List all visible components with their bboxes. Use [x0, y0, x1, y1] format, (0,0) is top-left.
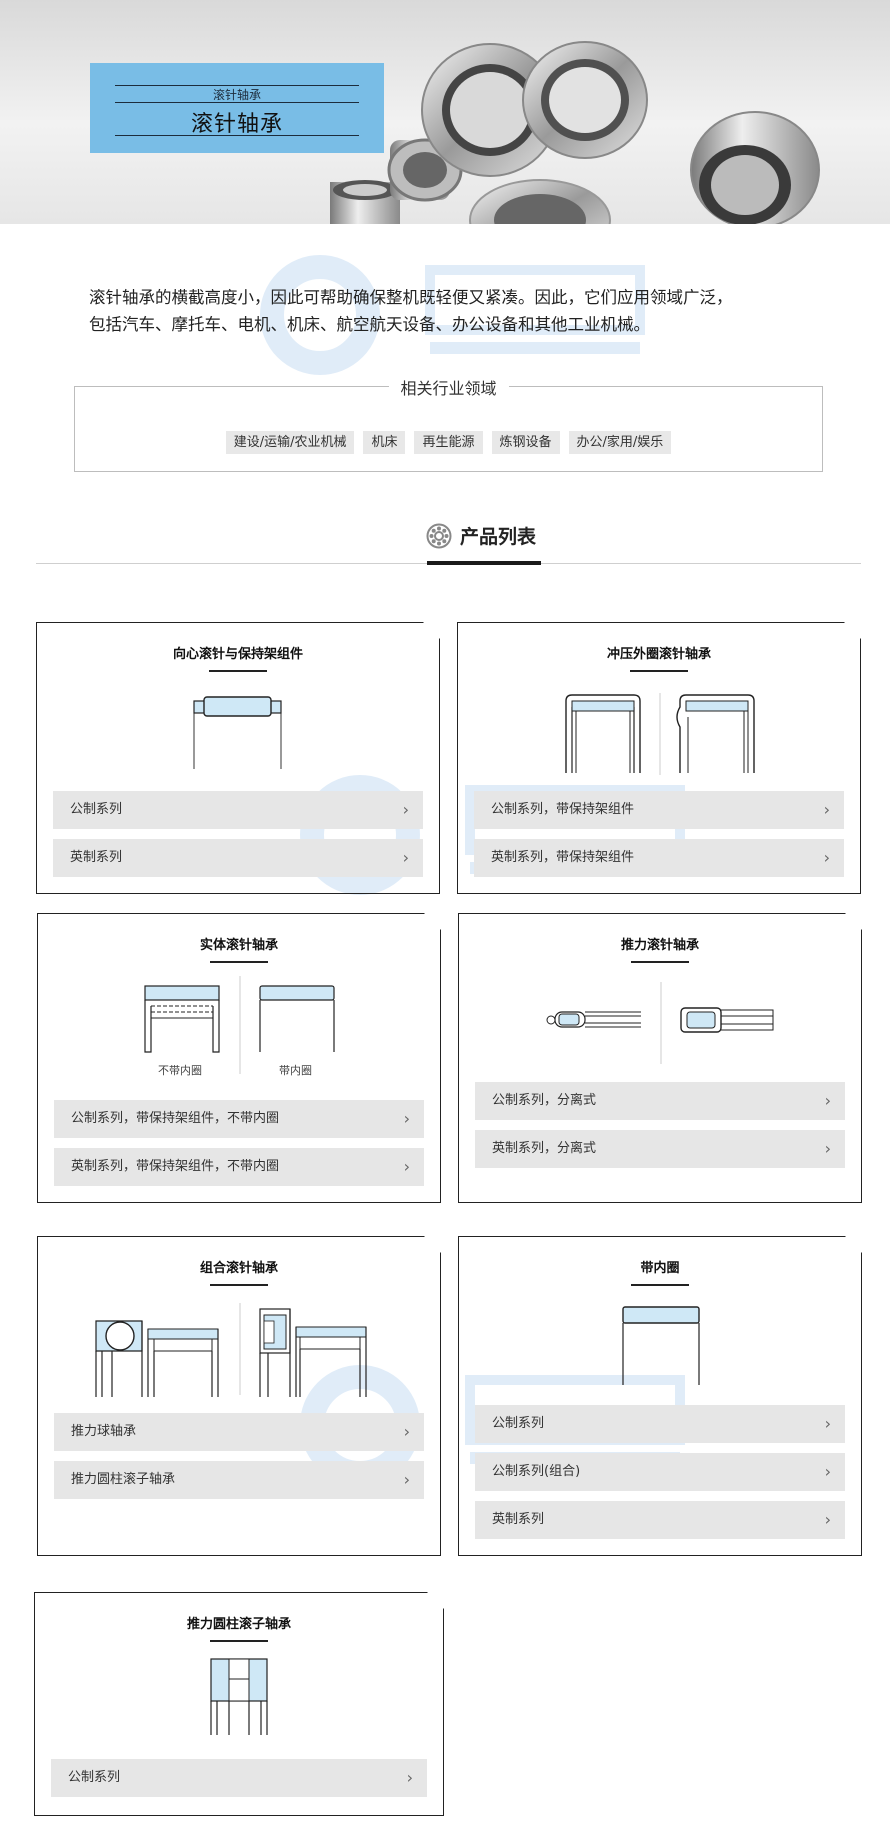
card-inner-ring: 带内圈 公制系列 › 公制系列(组合) › 英制系列 ›	[458, 1235, 863, 1556]
industry-tag[interactable]: 炼钢设备	[491, 431, 560, 454]
industry-tags: 建设/运输/农业机械 机床 再生能源 炼钢设备 办公/家用/娱乐	[75, 431, 822, 454]
hero-banner: 滚针轴承 滚针轴承	[0, 0, 890, 224]
series-row[interactable]: 英制系列 ›	[53, 839, 423, 877]
chevron-right-icon: ›	[824, 1414, 831, 1433]
series-row[interactable]: 英制系列，带保持架组件，不带内圈 ›	[54, 1148, 424, 1186]
card-title: 冲压外圈滚针轴承	[606, 647, 711, 662]
card-rule	[210, 961, 268, 963]
banner-title-box: 滚针轴承 滚针轴承	[90, 63, 384, 153]
card-radial-needle-cage: 向心滚针与保持架组件 公制系列 › 英制系列 ›	[36, 621, 441, 894]
card-title: 推力圆柱滚子轴承	[186, 1617, 291, 1632]
series-row[interactable]: 推力球轴承 ›	[54, 1413, 424, 1451]
bearing-icon	[426, 523, 452, 548]
intro-line: 包括汽车、摩托车、电机、机床、航空航天设备、办公设备和其他工业机械。	[89, 315, 650, 334]
product-list-label: 产品列表	[460, 526, 537, 548]
chevron-right-icon: ›	[823, 800, 830, 819]
series-label: 推力球轴承	[71, 1424, 137, 1439]
intro-text: 滚针轴承的横截高度小，因此可帮助确保整机既轻便又紧凑。因此，它们应用领域广泛， …	[89, 284, 809, 338]
chevron-right-icon: ›	[824, 1462, 831, 1481]
series-label: 公制系列，带保持架组件	[491, 802, 635, 817]
product-list-title: 产品列表	[426, 522, 536, 549]
series-row[interactable]: 公制系列 ›	[475, 1405, 845, 1443]
card-rule	[210, 1640, 268, 1642]
card-title: 实体滚针轴承	[199, 938, 278, 953]
intro-line: 滚针轴承的横截高度小，因此可帮助确保整机既轻便又紧凑。因此，它们应用领域广泛，	[89, 288, 733, 307]
card-title: 推力滚针轴承	[620, 938, 699, 953]
bearing-diagram	[546, 982, 774, 1064]
series-row[interactable]: 公制系列，分离式 ›	[475, 1082, 845, 1120]
series-label: 英制系列，带保持架组件	[491, 850, 635, 865]
series-row[interactable]: 公制系列，带保持架组件，不带内圈 ›	[54, 1100, 424, 1138]
card-rule	[631, 1284, 689, 1286]
product-list-header: 产品列表	[36, 518, 861, 565]
bearing-diagram	[193, 696, 282, 769]
card-thrust-needle: 推力滚针轴承 公制系列，分离式 › 英制系列，分离式 ›	[458, 912, 863, 1203]
series-label: 推力圆柱滚子轴承	[71, 1472, 176, 1487]
industry-box: 相关行业领域 建设/运输/农业机械 机床 再生能源 炼钢设备 办公/家用/娱乐	[74, 375, 823, 472]
banner-line	[115, 135, 359, 136]
series-label: 公制系列	[70, 802, 123, 817]
series-label: 公制系列，分离式	[492, 1093, 597, 1108]
industry-tag[interactable]: 再生能源	[414, 431, 483, 454]
series-row[interactable]: 公制系列 ›	[51, 1759, 427, 1797]
industry-tag[interactable]: 办公/家用/娱乐	[568, 431, 672, 454]
series-row[interactable]: 推力圆柱滚子轴承 ›	[54, 1461, 424, 1499]
chevron-right-icon: ›	[402, 848, 409, 867]
card-rule	[631, 961, 689, 963]
card-combined-needle: 组合滚针轴承 推力球轴承 › 推力圆柱滚子轴承 ›	[37, 1235, 442, 1556]
series-label: 公制系列(组合)	[492, 1464, 581, 1479]
bearing-photo	[330, 41, 820, 224]
series-row[interactable]: 英制系列 ›	[475, 1501, 845, 1539]
chevron-right-icon: ›	[824, 1510, 831, 1529]
banner-line	[115, 102, 359, 103]
chevron-right-icon: ›	[403, 1470, 410, 1489]
card-thrust-cylindrical: 推力圆柱滚子轴承 公制系列 ›	[34, 1591, 445, 1816]
card-title: 组合滚针轴承	[199, 1261, 278, 1276]
chevron-right-icon: ›	[403, 1422, 410, 1441]
chevron-right-icon: ›	[402, 800, 409, 819]
bearing-diagram	[565, 693, 755, 775]
chevron-right-icon: ›	[403, 1157, 410, 1176]
series-row[interactable]: 公制系列 ›	[53, 791, 423, 829]
series-label: 英制系列	[492, 1512, 545, 1527]
series-row[interactable]: 公制系列(组合) ›	[475, 1453, 845, 1491]
industry-tag[interactable]: 机床	[363, 431, 406, 454]
chevron-right-icon: ›	[406, 1768, 413, 1787]
banner-title: 滚针轴承	[190, 112, 283, 137]
diagram-caption: 不带内圈	[158, 1064, 202, 1077]
bearing-diagram	[622, 1306, 700, 1385]
series-row[interactable]: 英制系列，带保持架组件 ›	[474, 839, 844, 877]
card-rule	[630, 670, 688, 672]
card-title: 带内圈	[640, 1261, 680, 1276]
card-rule	[209, 670, 267, 672]
bearing-diagram	[144, 976, 335, 1074]
bearing-diagram	[95, 1303, 367, 1397]
series-label: 公制系列	[492, 1416, 545, 1431]
chevron-right-icon: ›	[824, 1091, 831, 1110]
series-label: 公制系列	[68, 1770, 121, 1785]
banner-line	[115, 85, 359, 86]
banner-subtitle: 滚针轴承	[212, 88, 261, 102]
product-list-underline	[427, 561, 541, 565]
chevron-right-icon: ›	[403, 1109, 410, 1128]
series-label: 公制系列，带保持架组件，不带内圈	[71, 1111, 280, 1126]
series-row[interactable]: 公制系列，带保持架组件 ›	[474, 791, 844, 829]
diagram-caption: 带内圈	[279, 1064, 312, 1077]
bearing-diagram	[210, 1658, 268, 1735]
card-title: 向心滚针与保持架组件	[172, 647, 303, 662]
card-drawn-cup-needle: 冲压外圈滚针轴承 公制系列，带保持架组件 › 英制系列，带保持架组件 ›	[457, 621, 862, 894]
industry-tag[interactable]: 建设/运输/农业机械	[225, 431, 355, 454]
chevron-right-icon: ›	[823, 848, 830, 867]
series-label: 英制系列，带保持架组件，不带内圈	[71, 1159, 280, 1174]
series-label: 英制系列，分离式	[492, 1141, 597, 1156]
series-row[interactable]: 英制系列，分离式 ›	[475, 1130, 845, 1168]
card-machined-needle: 实体滚针轴承 不带内圈 带内圈 公制系列，带保持架组件，不带内圈 › 英制系列，…	[37, 912, 442, 1203]
chevron-right-icon: ›	[824, 1139, 831, 1158]
series-label: 英制系列	[70, 850, 123, 865]
industry-title: 相关行业领域	[388, 375, 509, 399]
card-rule	[210, 1284, 268, 1286]
